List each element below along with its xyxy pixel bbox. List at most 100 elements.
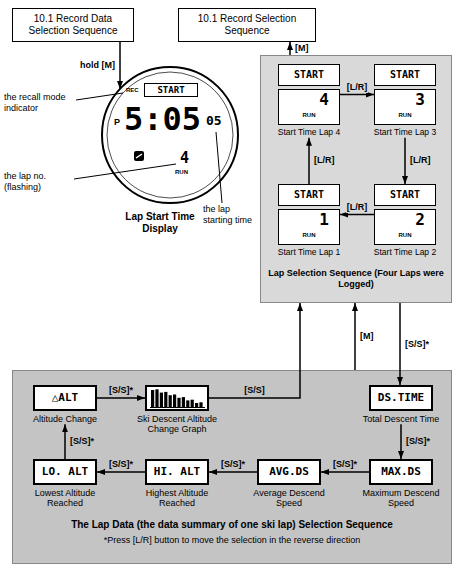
lcd-box: 3RUN [374,89,436,125]
program-mark: P [114,117,120,127]
run-mark: RUN [279,230,339,240]
lcd-box: 4RUN [278,89,340,125]
lcd-box: △ALT [33,385,97,411]
connector-arrow [354,303,356,370]
graph-bar [177,398,180,407]
lcd-box: 1RUN [278,209,340,245]
button-label: [S/S] [243,385,266,396]
lcd-text: START [279,65,339,85]
lcd-text: START [375,65,435,85]
run-mark: RUN [279,110,339,120]
graph-axis [150,407,205,408]
sequence-box: 10.1 Record Data Selection Sequence [12,8,134,42]
data-node: DS.TIME Total Descent Time [353,385,449,424]
lcd-text: AVG.DS [259,461,319,483]
lap-node: START1RUN Start Time Lap 1 [269,184,349,258]
data-caption: Maximum Descend Speed [353,488,449,509]
button-label: [S/S]* [108,385,134,396]
data-caption: Ski Descent Altitude Change Graph [129,414,225,435]
run-mark: RUN [375,110,435,120]
lcd-box: START [374,64,436,86]
lap-node: START 4RUN Start Time Lap 4 [269,64,349,138]
lap-number: 2 [375,210,435,230]
connector-arrow [340,214,374,216]
button-label: [M] [359,331,375,342]
lcd-text: △ALT [35,387,95,409]
watch-ring [107,72,233,198]
connector-arrow [119,42,121,89]
lcd-box: LO. ALT [33,459,97,485]
connector-arrow [321,471,369,473]
button-label: [L/R] [346,202,369,213]
button-label: [S/S]* [405,436,431,447]
button-label: [L/R] [409,155,432,166]
graph-bar [151,390,154,407]
panel-caption: Lap Selection Sequence (Four Laps were L… [267,268,445,290]
lap-caption: Start Time Lap 4 [269,128,349,138]
lcd-box [145,385,209,411]
lap-number: 1 [279,210,339,230]
lap-node: START 3RUN Start Time Lap 3 [365,64,445,138]
data-caption: Average Descend Speed [241,488,337,509]
connector-arrow [209,471,257,473]
graph-bar [173,395,176,408]
data-caption: Lowest Altitude Reached [17,488,113,509]
data-node: AVG.DS Average Descend Speed [241,459,337,509]
ski-icon-mark [136,154,142,158]
lcd-box: AVG.DS [257,459,321,485]
lap-lcd: START 4RUN [278,64,340,125]
seconds-digits: 05 [206,113,222,128]
graph-bar [182,397,185,407]
lap-caption: Start Time Lap 2 [365,248,445,258]
graph-bar [160,393,163,407]
lap-caption: Start Time Lap 1 [269,248,349,258]
button-label: [M] [294,43,310,54]
data-node: Ski Descent Altitude Change Graph [129,385,225,435]
connector-arrow [340,94,374,96]
run-mark: RUN [375,230,435,240]
data-caption: Total Descent Time [353,414,449,424]
connector-arrow [308,138,310,184]
watch-display: RECSTARTP5:05054RUNLap Start Time Displa… [100,65,240,205]
lcd-box: HI. ALT [145,459,209,485]
button-label: [S/S]* [108,459,134,470]
data-caption: Highest Altitude Reached [129,488,225,509]
graph-bar [164,392,167,407]
graph-bar [195,403,198,407]
lap-lcd: START1RUN [278,184,340,245]
data-node: △ALT Altitude Change [17,385,113,424]
connector-arrow [97,471,145,473]
button-label: [S/S]* [220,459,246,470]
connector-arrow [64,424,66,459]
button-label: [L/R] [346,82,369,93]
display-caption: Lap Start Time Display [120,211,200,234]
recall-indicator: REC [126,87,139,93]
callout-label: the lap no. (flashing) [4,171,74,193]
lcd-text: HI. ALT [147,461,207,483]
data-node: MAX.DS Maximum Descend Speed [353,459,449,509]
lcd-box: START [278,64,340,86]
altitude-graph [147,387,207,409]
callout-label: the recall mode indicator [4,92,74,114]
graph-bar [169,395,172,407]
graph-bar [199,402,202,407]
data-caption: Altitude Change [17,414,113,424]
connector-arrow [97,397,145,399]
lcd-box: MAX.DS [369,459,433,485]
lap-node: START 2RUN Start Time Lap 2 [365,184,445,258]
leader-line [74,164,176,179]
leader-line [216,132,222,203]
lcd-text: MAX.DS [371,461,431,483]
leader-line [76,93,123,100]
graph-bar [186,400,189,407]
box-title: 10.1 Record Data Selection Sequence [19,13,127,37]
lap-caption: Start Time Lap 3 [365,128,445,138]
lap-number: 4 [180,149,189,167]
button-label: [L/R] [313,155,336,166]
lcd-box: START [374,184,436,206]
lcd-box: DS.TIME [369,385,433,411]
sequence-box: 10.1 Record Selection Sequence [178,8,316,42]
connector-arrow [209,303,300,398]
graph-bar [191,400,194,407]
